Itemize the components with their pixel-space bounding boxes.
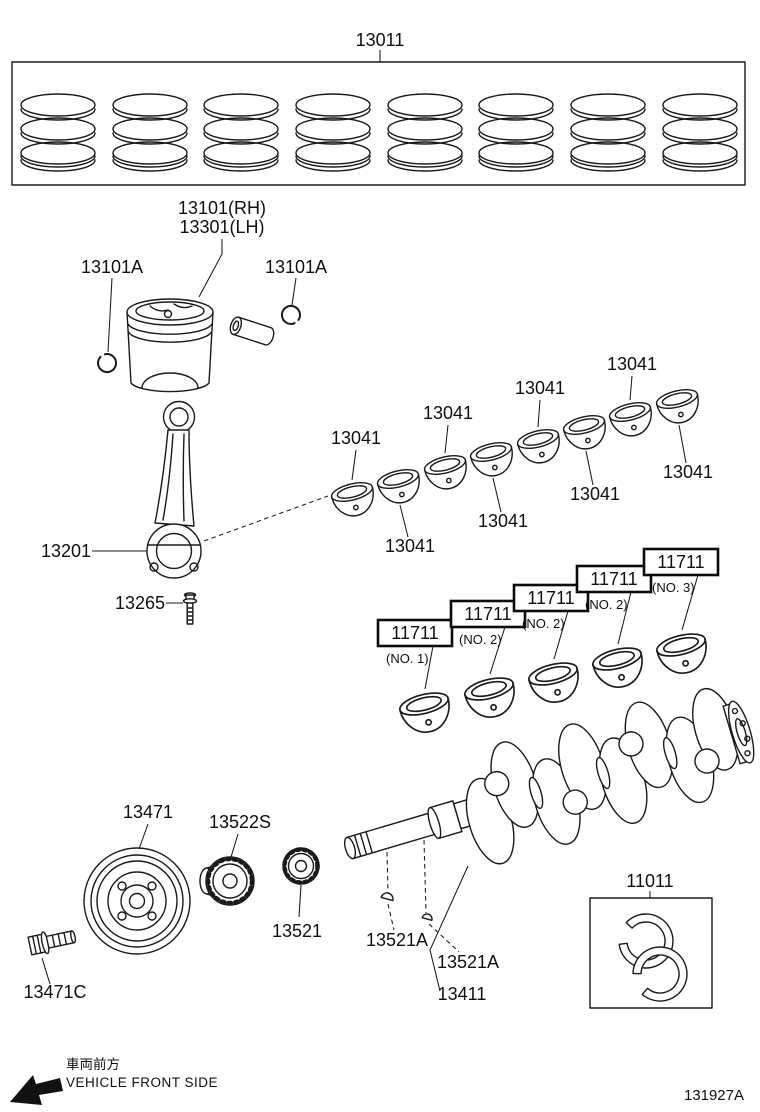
piston-ring-set — [295, 93, 371, 172]
part-label-rod-bearing-1[interactable]: 13041 — [331, 428, 381, 448]
snap-ring-right-drawing — [281, 304, 301, 325]
part-label-key-front[interactable]: 13521A — [366, 930, 428, 950]
part-label-key-rear[interactable]: 13521A — [437, 952, 499, 972]
part-label-rod-bearing-3[interactable]: 13041 — [423, 403, 473, 423]
connecting-rod-drawing — [146, 400, 202, 579]
rod-bearing-3 — [421, 451, 472, 495]
sensor-rotor-drawing — [282, 847, 320, 885]
rod-bolt-drawing — [182, 592, 198, 625]
part-label-main-bearing-5[interactable]: 11711 — [657, 552, 704, 572]
main-bearing-no-1: (NO. 1) — [386, 651, 429, 666]
piston-ring-set — [570, 93, 646, 172]
main-bearing-callout-1[interactable]: 11711 (NO. 1) — [376, 618, 454, 666]
rod-bearing-6 — [560, 411, 611, 455]
part-label-main-bearing-4[interactable]: 11711 — [590, 569, 637, 589]
main-bearing-callout-5[interactable]: 11711 (NO. 3) — [642, 547, 720, 595]
vehicle-front-arrow-icon — [10, 1075, 63, 1105]
part-label-rod-bearing-7[interactable]: 13041 — [607, 354, 657, 374]
rod-bearing-8 — [653, 385, 704, 429]
timing-gear-drawing — [199, 856, 255, 906]
diagram-artwork — [11, 61, 755, 1009]
main-bearing-no-5: (NO. 3) — [652, 580, 695, 595]
vehicle-front-label-en: VEHICLE FRONT SIDE — [66, 1075, 218, 1090]
piston-ring-set — [478, 93, 554, 172]
main-bearing-no-3: (NO. 2) — [522, 616, 565, 631]
piston-rings-box — [11, 61, 746, 186]
part-label-pin-right[interactable]: 13101A — [265, 257, 327, 277]
part-label-pulley-bolt[interactable]: 13471C — [23, 982, 86, 1002]
part-label-piston-lh[interactable]: 13301(LH) — [179, 217, 264, 237]
thrust-washers-box — [589, 897, 713, 1009]
part-label-rod-bearing-8[interactable]: 13041 — [663, 462, 713, 482]
pulley-drawing — [83, 847, 191, 955]
main-bearing-no-2: (NO. 2) — [459, 632, 502, 647]
pulley-bolt-drawing — [27, 930, 77, 956]
main-bearing-3 — [525, 658, 585, 709]
part-label-pin-left[interactable]: 13101A — [81, 257, 143, 277]
part-label-crankshaft[interactable]: 13411 — [438, 984, 487, 1004]
rod-bearing-1 — [328, 478, 379, 522]
main-bearing-no-4: (NO. 2) — [585, 597, 628, 612]
part-label-rod-bolt[interactable]: 13265 — [115, 593, 165, 613]
piston-ring-set — [112, 93, 188, 172]
leader-lines — [41, 50, 699, 992]
thrust-washers-drawing — [618, 913, 688, 1002]
rod-bearing-7 — [606, 398, 657, 442]
part-label-connecting-rod[interactable]: 13201 — [41, 541, 91, 561]
part-label-thrust-washers[interactable]: 11011 — [626, 871, 673, 891]
part-label-timing-gear[interactable]: 13522S — [209, 812, 271, 832]
rod-bearing-2 — [374, 465, 425, 509]
part-label-main-bearing-1[interactable]: 11711 — [391, 623, 438, 643]
main-bearing-2 — [461, 673, 521, 724]
snap-ring-left-drawing — [97, 353, 117, 373]
rod-bearing-4 — [467, 438, 518, 482]
piston-ring-set — [662, 93, 738, 172]
main-bearing-1 — [396, 688, 456, 739]
part-label-rod-bearing-6[interactable]: 13041 — [570, 484, 620, 504]
part-label-pulley[interactable]: 13471 — [123, 802, 173, 822]
drawing-code: 131927A — [684, 1087, 744, 1104]
piston-drawing — [126, 298, 214, 393]
main-bearing-5 — [653, 629, 713, 680]
part-label-rod-bearing-2[interactable]: 13041 — [385, 536, 435, 556]
rod-bearing-5 — [514, 425, 565, 469]
main-bearing-callout-4[interactable]: 11711 (NO. 2) — [575, 564, 653, 612]
part-label-piston-rh[interactable]: 13101(RH) — [178, 198, 266, 218]
piston-ring-set — [387, 93, 463, 172]
main-bearing-4 — [589, 643, 649, 694]
key-front-drawing — [380, 892, 394, 902]
main-bearing-callout-3[interactable]: 11711 (NO. 2) — [512, 583, 590, 631]
main-bearing-callout-2[interactable]: 11711 (NO. 2) — [449, 599, 527, 647]
piston-pin-drawing — [229, 316, 275, 346]
part-label-main-bearing-2[interactable]: 11711 — [464, 604, 511, 624]
part-label-rod-bearing-5[interactable]: 13041 — [515, 378, 565, 398]
part-label-main-bearing-3[interactable]: 11711 — [527, 588, 574, 608]
crankshaft-drawing — [343, 687, 755, 865]
part-label-piston-rings[interactable]: 13011 — [356, 30, 405, 50]
vehicle-front-label-jp: 車両前方 — [66, 1056, 120, 1072]
key-rear-drawing — [421, 913, 433, 921]
piston-ring-set — [203, 93, 279, 172]
piston-ring-set — [20, 93, 96, 172]
part-label-sensor-rotor[interactable]: 13521 — [272, 921, 322, 941]
part-label-rod-bearing-4[interactable]: 13041 — [478, 511, 528, 531]
